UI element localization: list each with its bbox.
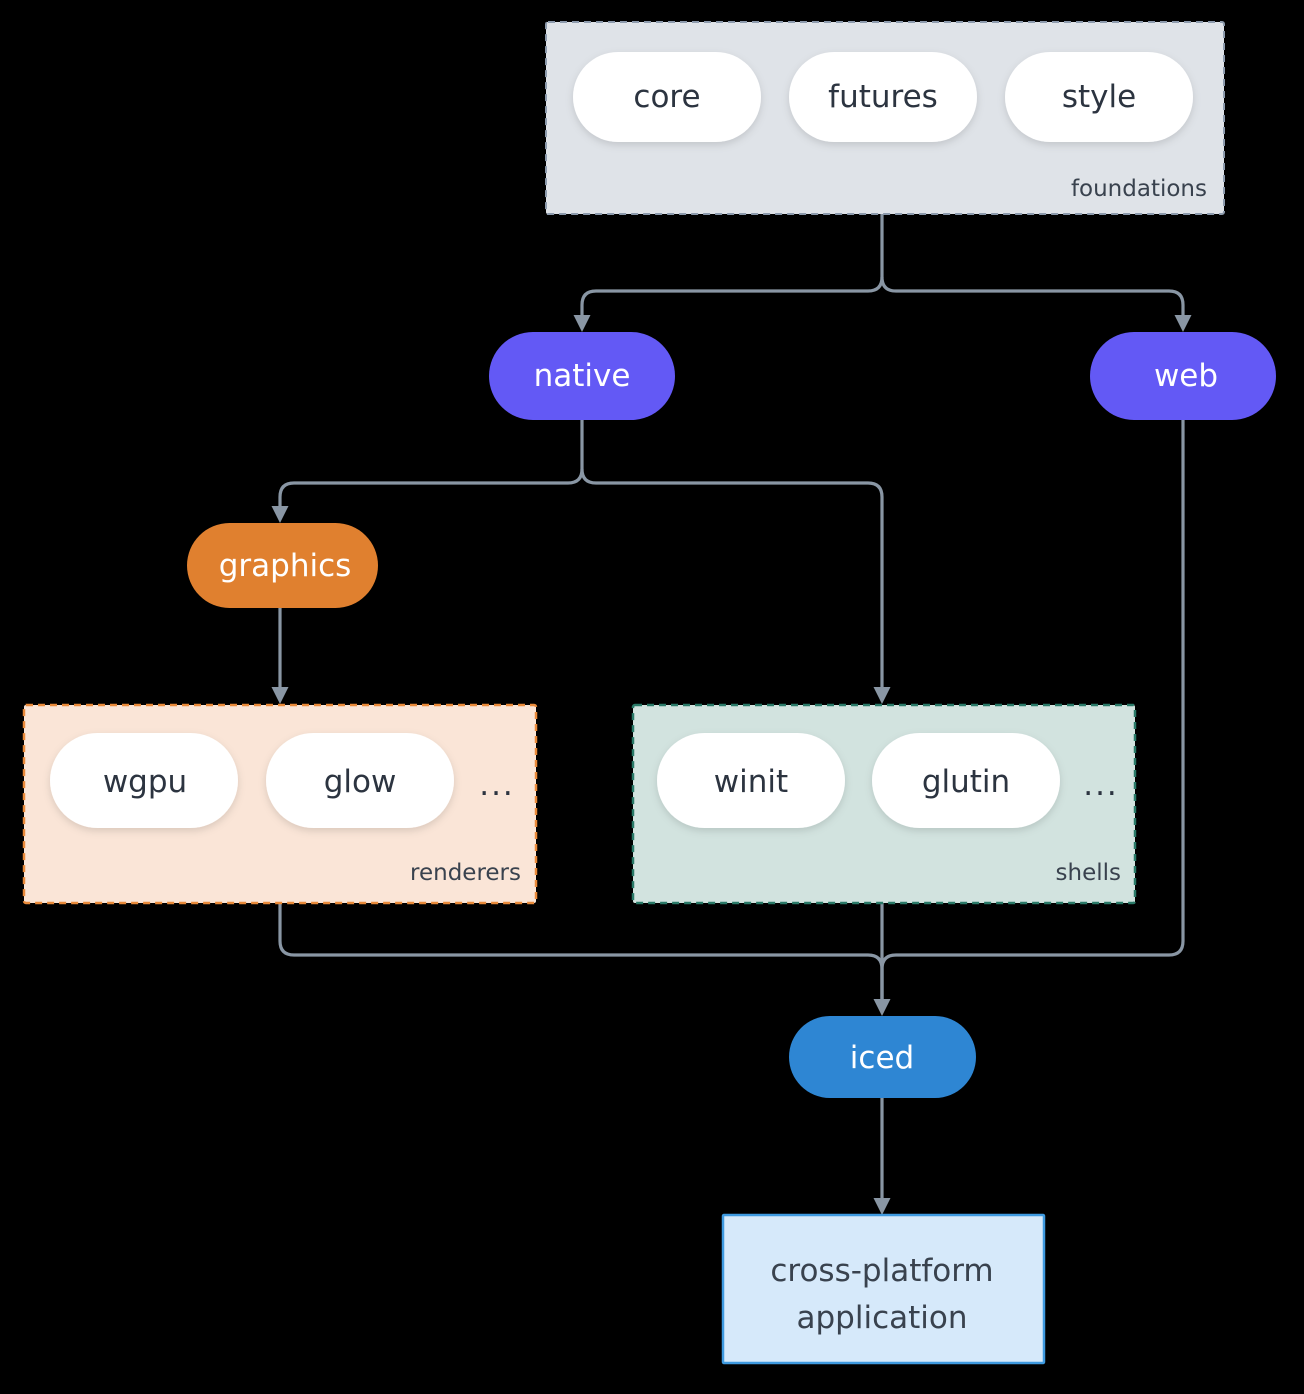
group-shells: winit glutin ... shells — [631, 703, 1137, 905]
style-label: style — [1062, 79, 1136, 115]
futures-label: futures — [828, 79, 938, 115]
core-pill-shape — [573, 52, 761, 142]
application-label-line2: application — [797, 1300, 968, 1336]
edge-native-to-shells — [580, 468, 884, 690]
edges-layer — [271, 214, 1192, 1215]
style-pill-shape — [1005, 52, 1193, 142]
node-glow[interactable]: glow — [266, 733, 454, 828]
arrowhead-to-web — [1174, 315, 1192, 332]
glutin-label: glutin — [922, 764, 1010, 800]
foundations-group-label: foundations — [1071, 176, 1207, 202]
wgpu-pill-shape — [50, 733, 238, 828]
edge-web-to-iced — [880, 420, 1185, 1002]
edge-foundations-to-web — [880, 276, 1185, 318]
node-glutin[interactable]: glutin — [872, 733, 1060, 828]
graphics-pill-shape — [187, 523, 378, 608]
group-foundations: core futures style foundations — [545, 21, 1225, 215]
node-native[interactable]: native — [489, 332, 675, 420]
edge-renderers-to-iced — [278, 903, 884, 1002]
shells-more-ellipsis: ... — [1083, 767, 1119, 803]
group-renderers: wgpu glow ... renderers — [22, 703, 538, 905]
arrowhead-to-shells — [873, 687, 891, 704]
graphics-label: graphics — [219, 548, 352, 584]
native-label: native — [534, 358, 631, 394]
application-box-shape — [721, 1213, 1046, 1365]
renderers-group-label: renderers — [410, 860, 521, 886]
edge-foundations-split — [580, 214, 884, 318]
shells-group-label: shells — [1056, 860, 1121, 886]
winit-label: winit — [714, 764, 788, 800]
wgpu-label: wgpu — [103, 764, 187, 800]
arrowhead-to-graphics — [271, 506, 289, 523]
core-label: core — [633, 79, 700, 115]
application-label-line1: cross-platform — [770, 1253, 993, 1289]
arrowhead-to-application — [873, 1198, 891, 1215]
iced-pill-shape — [789, 1016, 976, 1098]
node-style[interactable]: style — [1005, 52, 1193, 142]
iced-label: iced — [850, 1040, 914, 1076]
renderers-more-ellipsis: ... — [479, 767, 515, 803]
native-pill-shape — [489, 332, 675, 420]
web-label: web — [1154, 358, 1218, 394]
futures-pill-shape — [789, 52, 977, 142]
node-futures[interactable]: futures — [789, 52, 977, 142]
node-application[interactable]: cross-platform application — [721, 1213, 1046, 1365]
node-wgpu[interactable]: wgpu — [50, 733, 238, 828]
edge-native-split — [278, 412, 584, 509]
glutin-pill-shape — [872, 733, 1060, 828]
arrowhead-to-renderers — [271, 687, 289, 704]
glow-label: glow — [324, 764, 397, 800]
node-iced[interactable]: iced — [789, 1016, 976, 1098]
arrowhead-to-iced — [873, 999, 891, 1016]
web-pill-shape — [1090, 332, 1276, 420]
node-core[interactable]: core — [573, 52, 761, 142]
glow-pill-shape — [266, 733, 454, 828]
node-web[interactable]: web — [1090, 332, 1276, 420]
node-graphics[interactable]: graphics — [187, 523, 378, 608]
arrowhead-to-native — [573, 315, 591, 332]
winit-pill-shape — [657, 733, 845, 828]
node-winit[interactable]: winit — [657, 733, 845, 828]
